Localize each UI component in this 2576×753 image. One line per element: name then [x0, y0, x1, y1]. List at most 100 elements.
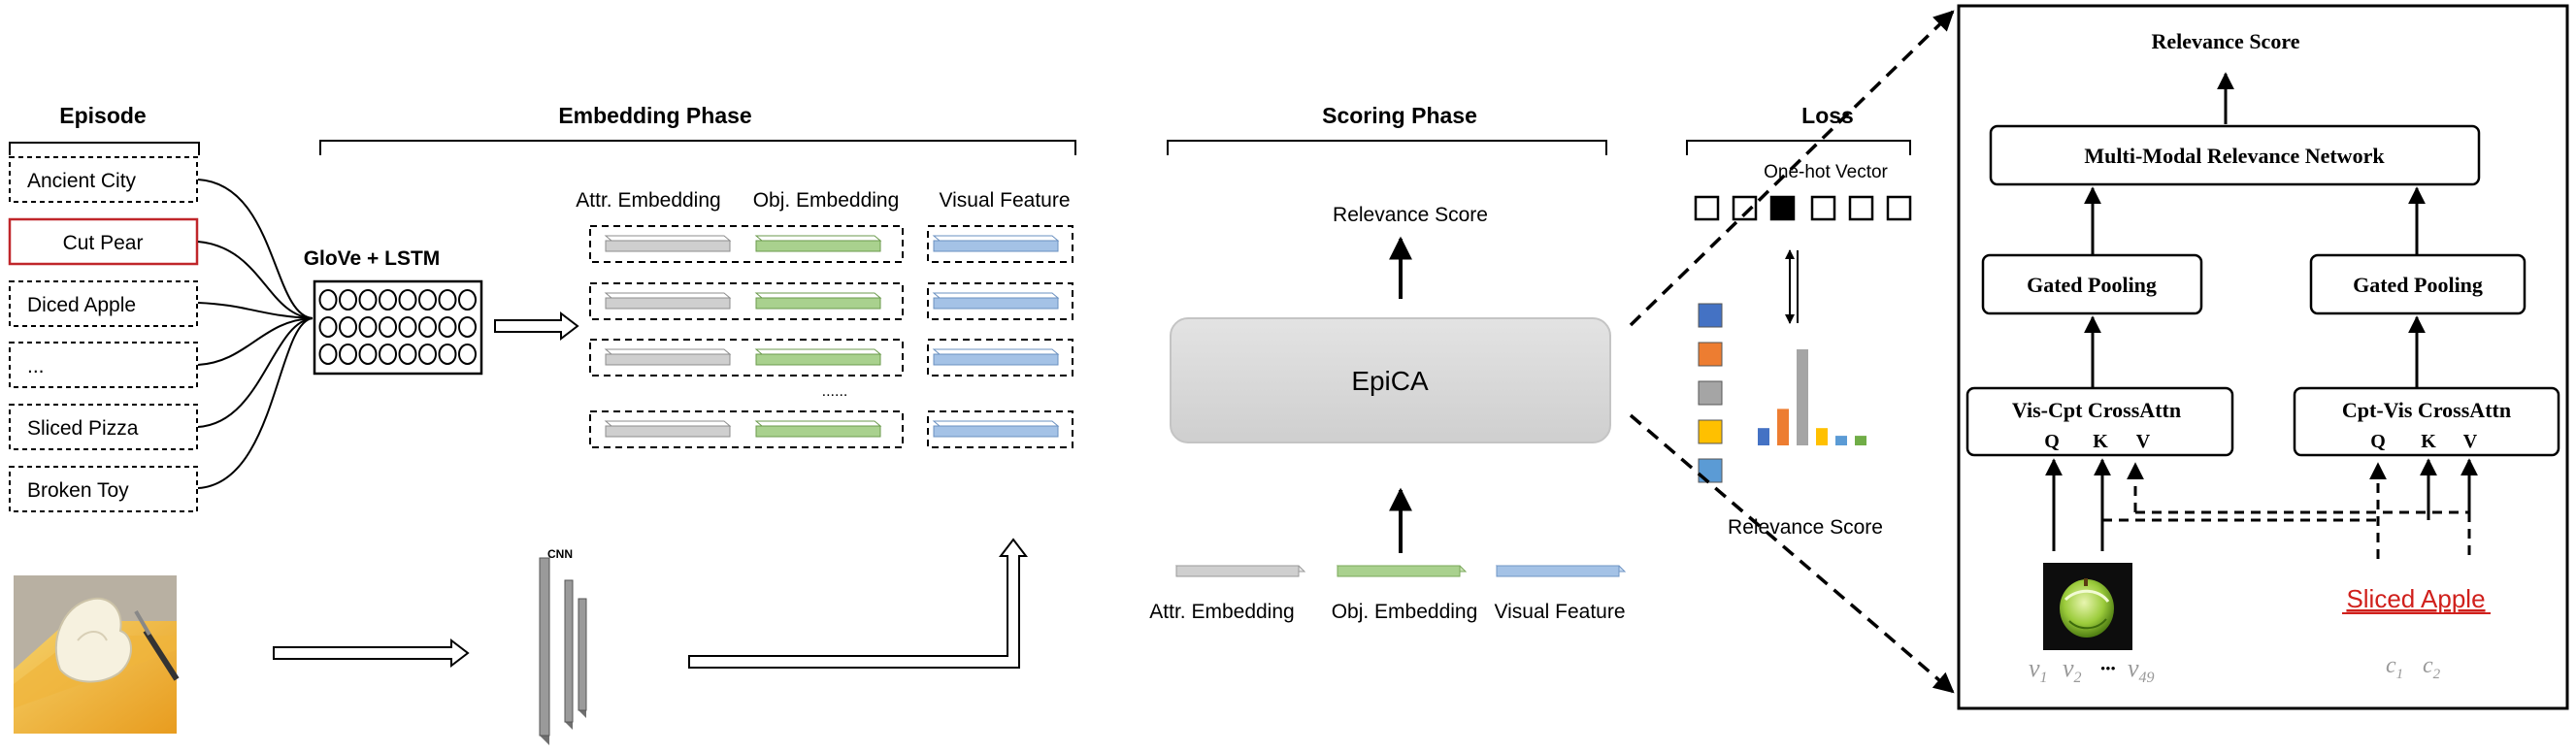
obj-embedding-bar-top — [754, 235, 882, 242]
svg-text:v49: v49 — [2128, 654, 2155, 686]
episode-item-box — [9, 156, 198, 203]
attr-embedding-bar-top — [604, 235, 732, 242]
embedding-row-box — [589, 410, 904, 448]
svg-text:c2: c2 — [2423, 653, 2441, 682]
relevance-bar — [1855, 436, 1866, 445]
one-hot-cell — [1886, 195, 1912, 221]
relevance-bar — [1797, 349, 1808, 445]
scoring-bracket — [1167, 140, 1607, 155]
legend-swatch — [1698, 303, 1723, 328]
visual-feature-bar — [933, 353, 1059, 366]
lstm-cell — [418, 289, 437, 311]
lstm-cell — [418, 316, 437, 338]
obj-embedding-bar-top — [754, 292, 882, 299]
network-label: Multi-Modal Relevance Network — [2084, 144, 2385, 168]
lstm-cell — [318, 344, 338, 365]
lstm-cell — [339, 316, 357, 338]
cnn-block — [539, 557, 587, 745]
one-hot-cell — [1694, 195, 1720, 221]
lstm-cell — [438, 289, 457, 311]
image-to-cnn-arrow — [273, 638, 470, 669]
visual-feature-row-box — [927, 282, 1073, 320]
episode-item-label: Diced Apple — [27, 294, 136, 316]
visual-feature-row-box — [927, 339, 1073, 376]
visual-feature-bar-top — [932, 348, 1060, 355]
cnn-label: CNN — [547, 547, 573, 561]
one-hot-cell — [1732, 195, 1758, 221]
svg-text:v2: v2 — [2063, 654, 2082, 686]
input-label-visual: Visual Feature — [1494, 601, 1625, 623]
lstm-cell — [398, 316, 417, 338]
episode-item-box — [9, 342, 198, 388]
visual-feature-bar-top — [932, 235, 1060, 242]
visual-feature-bar — [933, 240, 1059, 252]
lstm-cell — [398, 289, 417, 311]
attr-embedding-bar — [605, 425, 731, 438]
relevance-bar — [1777, 409, 1789, 445]
attr-embedding-bar-top — [604, 292, 732, 299]
relevance-bar — [1816, 428, 1828, 445]
attr-embedding-bar — [605, 297, 731, 310]
visual-feature-bar-top — [932, 420, 1060, 427]
zoom-line-bottom — [1629, 413, 1955, 694]
lstm-cell — [398, 344, 417, 365]
obj-embedding-bar-top — [754, 348, 882, 355]
svg-text:v1: v1 — [2029, 654, 2048, 686]
left-gated-pooling-box — [1981, 253, 2203, 315]
left-q: Q — [2044, 431, 2060, 452]
lstm-cell — [358, 316, 378, 338]
lstm-cell — [438, 316, 457, 338]
obj-embedding-bar — [755, 297, 881, 310]
header-obj-embedding: Obj. Embedding — [753, 189, 900, 212]
right-crossattn-label: Cpt-Vis CrossAttn — [2342, 398, 2511, 422]
lstm-cell — [379, 316, 397, 338]
left-gated-pooling-label: Gated Pooling — [2027, 273, 2157, 297]
right-k: K — [2421, 431, 2436, 452]
embedding-phase-title: Embedding Phase — [558, 103, 751, 128]
encoder-arrow — [494, 311, 579, 342]
loss-double-arrow — [1785, 249, 1799, 324]
one-hot-cell — [1810, 195, 1836, 221]
scoring-output-label: Relevance Score — [1333, 204, 1488, 226]
relevance-bar — [1758, 428, 1769, 445]
left-k: K — [2093, 431, 2108, 452]
obj-embedding-bar — [755, 240, 881, 252]
input-label-obj: Obj. Embedding — [1332, 601, 1478, 623]
loss-bracket — [1686, 140, 1911, 155]
right-v: V — [2463, 431, 2478, 452]
one-hot-vector — [1694, 195, 1912, 221]
dashed-cross-links — [2102, 462, 2471, 559]
attr-embedding-bar-top — [604, 348, 732, 355]
legend-swatch — [1698, 380, 1723, 406]
epica-label: EpiCA — [1351, 366, 1429, 396]
input-label-attr: Attr. Embedding — [1149, 601, 1294, 623]
obj-embedding-bar-top — [754, 420, 882, 427]
left-crossattn-label: Vis-Cpt CrossAttn — [2012, 398, 2181, 422]
lstm-cell — [438, 344, 457, 365]
class-legend — [1698, 303, 1723, 483]
embedding-row-box — [589, 225, 904, 263]
rows-ellipsis: ...... — [822, 383, 848, 400]
embedding-row-box — [589, 339, 904, 376]
lstm-cell — [458, 289, 477, 311]
zoom-line-top — [1629, 10, 1955, 327]
embedding-bracket — [319, 140, 1076, 155]
lstm-cell — [318, 316, 338, 338]
network-box — [1989, 124, 2481, 186]
episode-item-label: Cut Pear — [63, 232, 144, 254]
concept-tokens: c1 c2 — [2386, 653, 2441, 682]
episode-item-label: Ancient City — [27, 170, 137, 192]
left-v: V — [2136, 431, 2151, 452]
lstm-cell — [458, 316, 477, 338]
svg-text:•••: ••• — [2100, 662, 2116, 677]
lstm-cell — [379, 289, 397, 311]
detail-output-label: Relevance Score — [2152, 29, 2300, 53]
episode-item-box — [9, 404, 198, 450]
lstm-cell — [358, 289, 378, 311]
episode-title: Episode — [59, 103, 146, 128]
lstm-cell — [418, 344, 437, 365]
scoring-phase-title: Scoring Phase — [1322, 103, 1477, 128]
episode-item-box — [8, 217, 199, 266]
